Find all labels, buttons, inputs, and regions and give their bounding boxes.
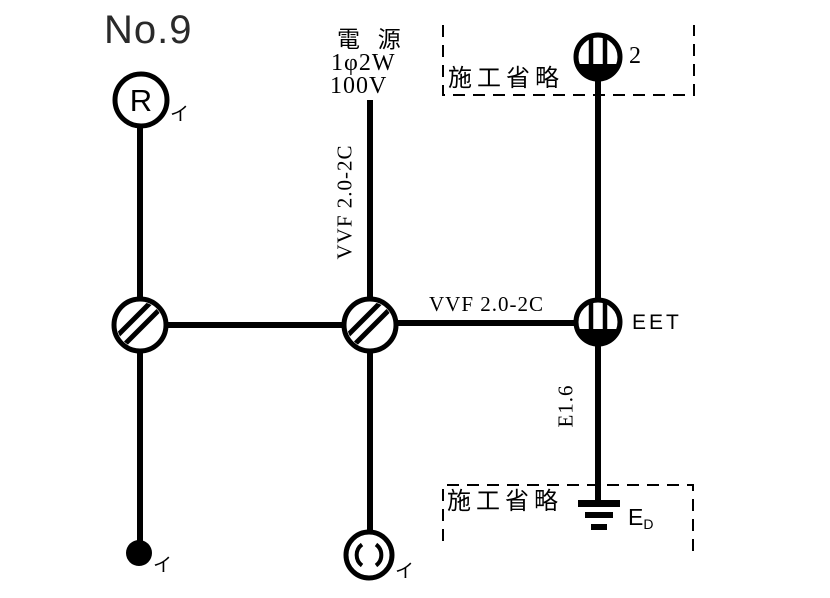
wires [137, 78, 601, 543]
lamp-receptacle-icon [112, 71, 170, 129]
earth-icon [578, 500, 620, 530]
switch-circuit: イ [153, 555, 173, 576]
earth-label-main: E [628, 504, 644, 530]
power-source-label: 電 源 [337, 27, 407, 52]
outlet-double-count: 2 [629, 43, 641, 69]
earth-label-sub: D [643, 516, 654, 532]
switch-icon [126, 540, 152, 566]
cable-run-label: VVF 2.0-2C [429, 292, 545, 316]
omission-bottom-label: 施工省略 [447, 489, 563, 515]
outlet-eet-icon [573, 297, 623, 347]
outlet-double-icon [573, 32, 623, 82]
page-title: No.9 [104, 8, 193, 52]
ceiling-rosette-circuit: イ [395, 561, 415, 582]
earth-label: ED [628, 504, 654, 532]
ceiling-rosette-icon [343, 529, 395, 581]
lamp-receptacle-letter: R [129, 83, 153, 118]
ground-wire-label: E1.6 [553, 384, 578, 428]
outlet-eet-label: EET [632, 311, 682, 334]
cable-feed-label: VVF 2.0-2C [332, 144, 357, 260]
lamp-receptacle-circuit: イ [170, 104, 190, 125]
joint-box-left-icon [111, 296, 169, 354]
omission-box-bottom [442, 484, 694, 551]
power-voltage-label: 100V [330, 73, 388, 99]
omission-top-label: 施工省略 [448, 66, 564, 92]
joint-box-center-icon [341, 296, 399, 354]
power-phase-label: 1φ2W [331, 50, 396, 76]
